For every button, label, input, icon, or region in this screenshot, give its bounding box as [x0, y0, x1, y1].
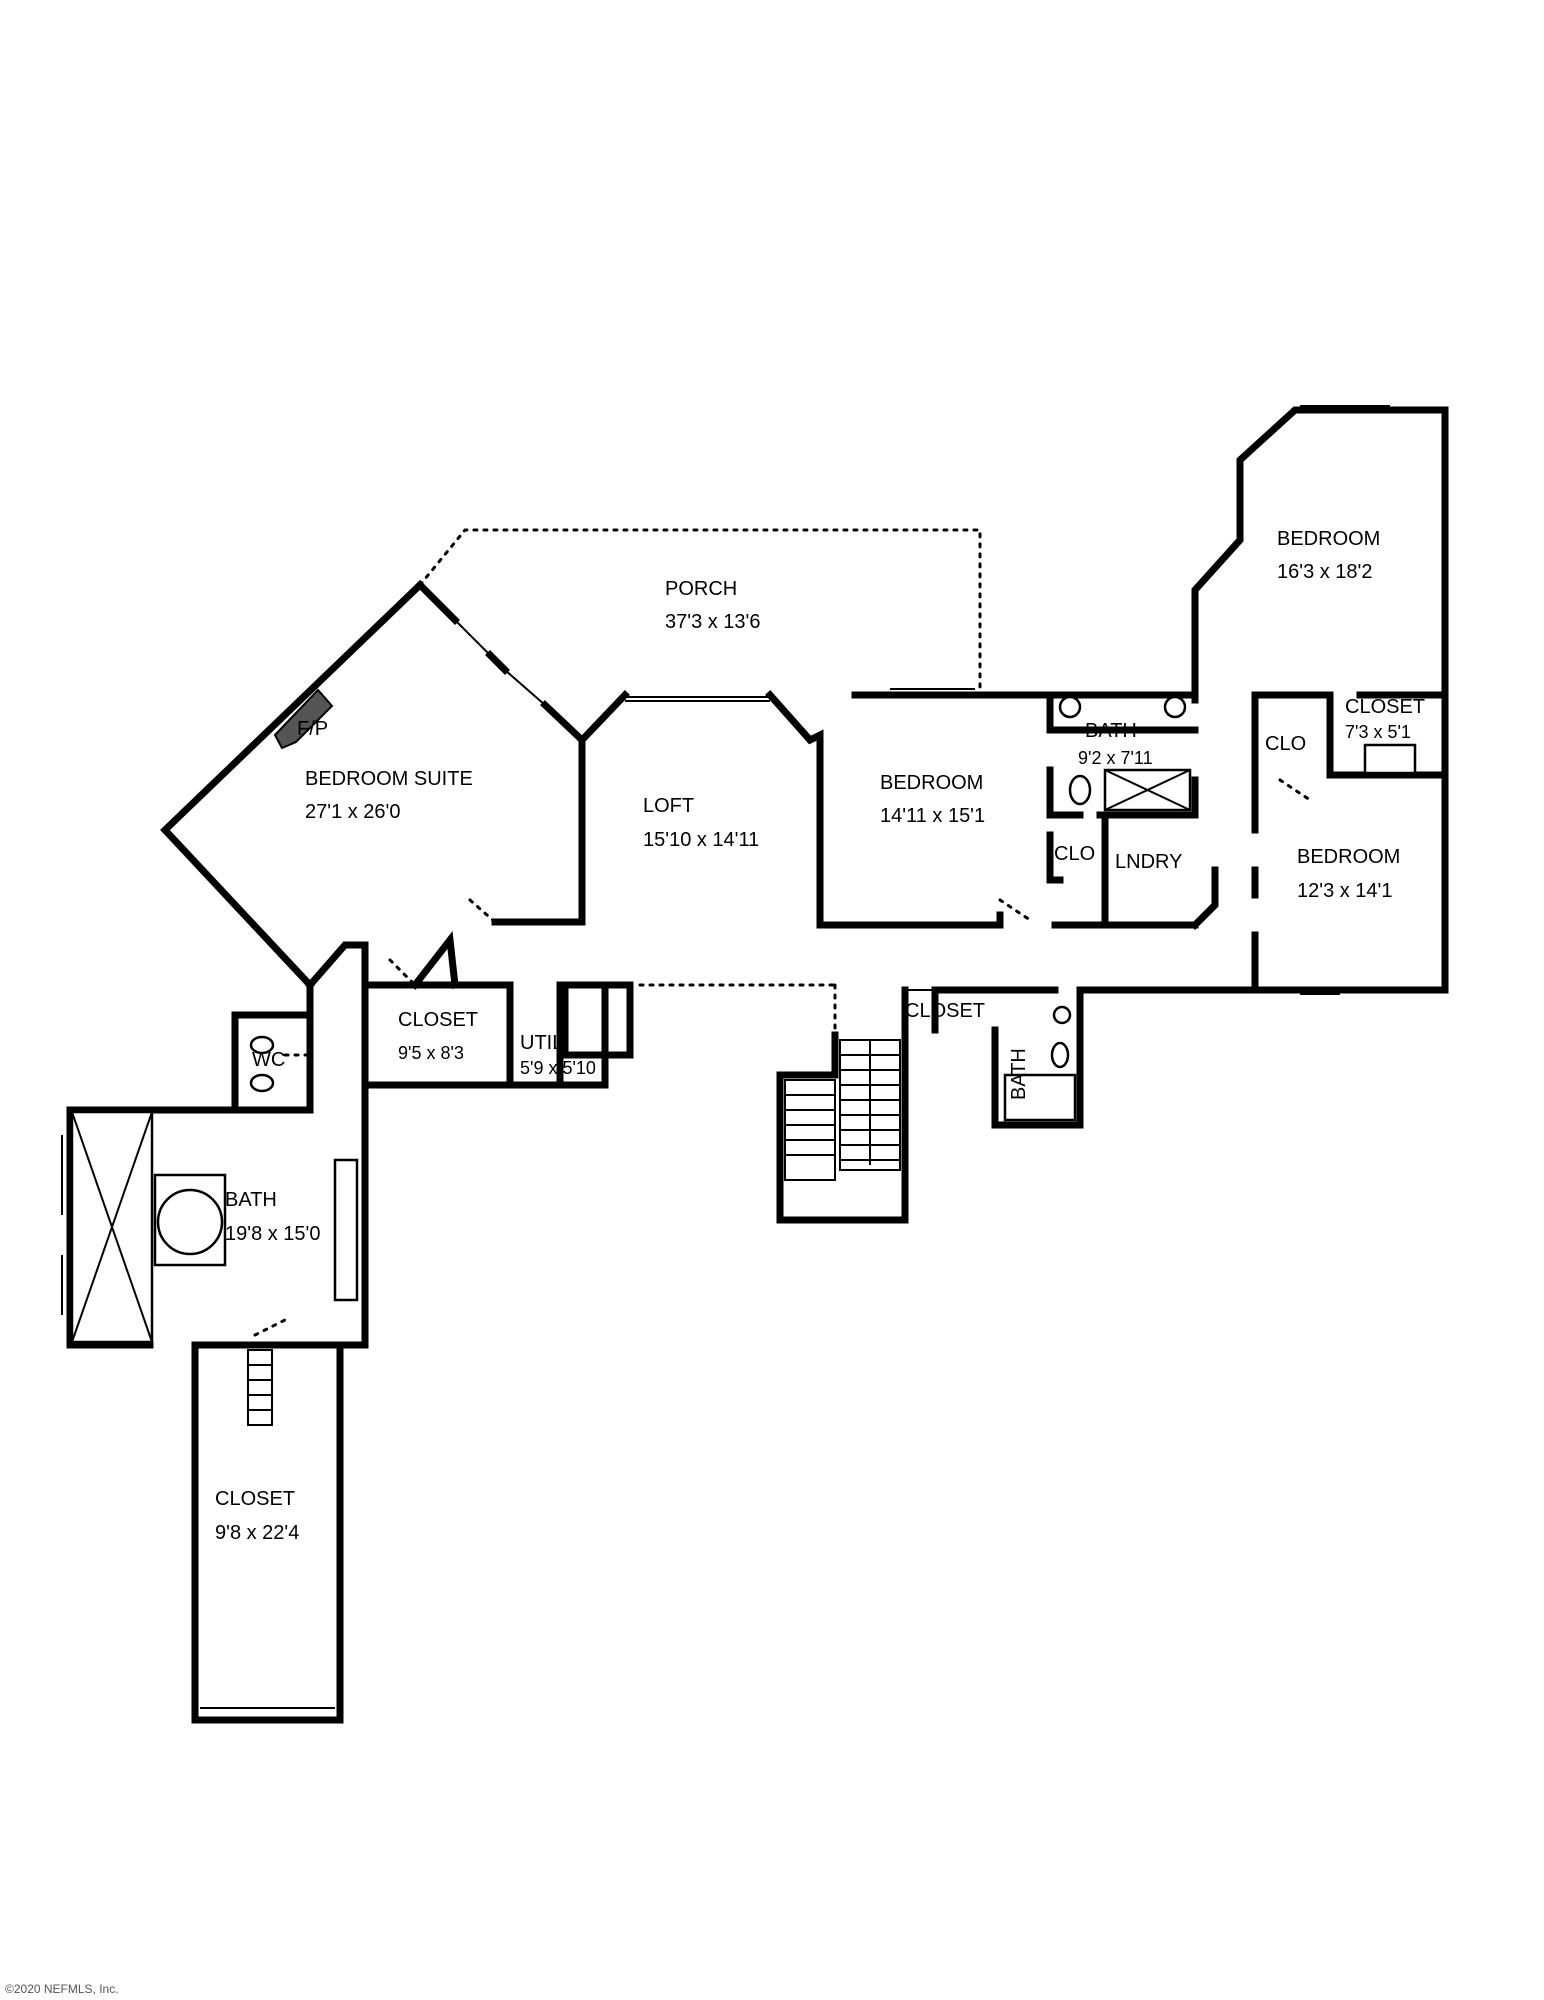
bath-master-label: BATH [225, 1189, 277, 1211]
closet-master-label: CLOSET [215, 1488, 295, 1510]
laundry-label: LNDRY [1115, 851, 1182, 873]
bath-master-size: 19'8 x 15'0 [225, 1223, 321, 1245]
hall-walls [638, 983, 1259, 1224]
loft-label: LOFT [643, 795, 694, 817]
closet-hall-label: CLOSET [905, 1000, 985, 1022]
porch-label: PORCH [665, 578, 737, 600]
bedroom-suite-label: BEDROOM SUITE [305, 768, 473, 790]
bedroom-ne-label: BEDROOM [1277, 528, 1380, 550]
bedroom-east-walls [1251, 691, 1449, 995]
bedroom-east-size: 12'3 x 14'1 [1297, 880, 1393, 902]
fireplace-label: F/P [297, 718, 328, 740]
bedroom-suite-walls [160, 580, 586, 990]
util-label: UTIL [520, 1032, 563, 1054]
bedroom-ne-size: 16'3 x 18'2 [1277, 561, 1373, 583]
wc-label: WC [252, 1049, 285, 1071]
bath-center-label: BATH [1085, 720, 1137, 742]
closet-master-size: 9'8 x 22'4 [215, 1522, 299, 1544]
bath-center-size: 9'2 x 7'11 [1078, 748, 1153, 768]
closet-ne-label: CLOSET [1345, 696, 1425, 718]
porch-outline [418, 528, 982, 692]
copyright-text: ©2020 NEFMLS, Inc. [5, 1982, 119, 1996]
bedroom-center-label: BEDROOM [880, 772, 983, 794]
loft-walls [577, 690, 824, 929]
wc-walls [231, 981, 314, 1114]
bedroom-center-size: 14'11 x 15'1 [880, 805, 985, 827]
bath-master-walls [61, 1081, 369, 1349]
bath-hall-label: BATH [1008, 1048, 1030, 1100]
bath-center-walls [1046, 691, 1219, 930]
bedroom-ne-walls [1191, 405, 1449, 994]
stairs-main [784, 1039, 901, 1181]
porch-size: 37'3 x 13'6 [665, 611, 761, 633]
util-size: 5'9 x 5'10 [520, 1058, 596, 1078]
closet-master-walls [191, 1341, 344, 1724]
clo-east-label: CLO [1265, 733, 1306, 755]
fireplace [273, 688, 334, 750]
bedroom-suite-size: 27'1 x 26'0 [305, 801, 401, 823]
loft-size: 15'10 x 14'11 [643, 829, 759, 851]
clo-center-label: CLO [1054, 843, 1095, 865]
closet-ne-size: 7'3 x 5'1 [1345, 722, 1411, 742]
bedroom-east-label: BEDROOM [1297, 846, 1400, 868]
closet-suite-label: CLOSET [398, 1009, 478, 1031]
closet-suite-walls [361, 931, 634, 1089]
closet-suite-size: 9'5 x 8'3 [398, 1043, 464, 1063]
